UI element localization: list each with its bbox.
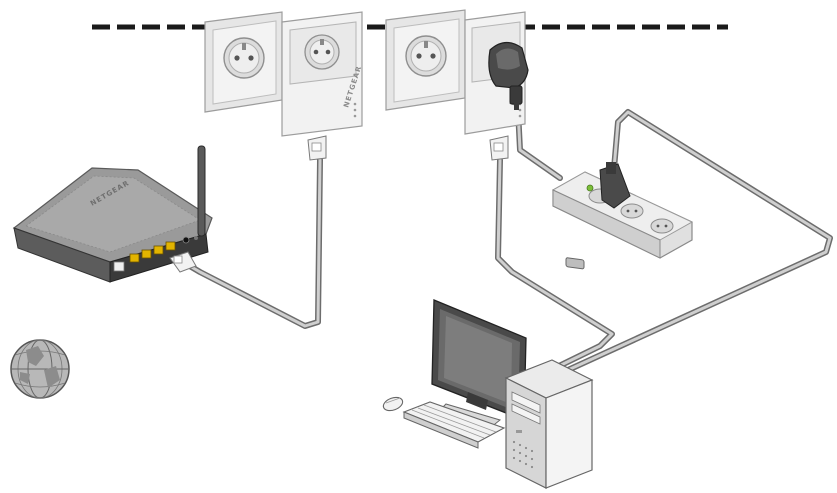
ethernet-plug-left-adapter: [308, 136, 326, 160]
adapter-led-ethernet: [519, 115, 522, 118]
adapter-led-power: [354, 103, 357, 106]
wall-outlet-left: [205, 12, 282, 112]
powerline-adapter-left: NETGEAR: [282, 12, 363, 136]
computer-tower-icon: [506, 360, 592, 488]
router-wan-port: [114, 262, 124, 271]
internet-globe-icon: [11, 340, 69, 398]
power-strip-led: [587, 185, 593, 191]
ethernet-plug-right-adapter: [490, 136, 508, 160]
adapter-led-ethernet: [354, 115, 357, 118]
router-lan-port-3: [154, 246, 163, 254]
power-strip-switch: [566, 258, 584, 270]
mouse-icon: [382, 395, 405, 413]
wall-outlet-right: [386, 10, 465, 110]
adapter-led-powerline: [519, 109, 522, 112]
adapter-led-powerline: [354, 109, 357, 112]
router-power-jack: [183, 237, 189, 243]
router-reset-button: [194, 236, 198, 240]
router-lan-port-1: [130, 254, 139, 262]
router-antenna: [198, 146, 205, 236]
router-lan-port-4: [166, 242, 175, 250]
router-lan-port-2: [142, 250, 151, 258]
